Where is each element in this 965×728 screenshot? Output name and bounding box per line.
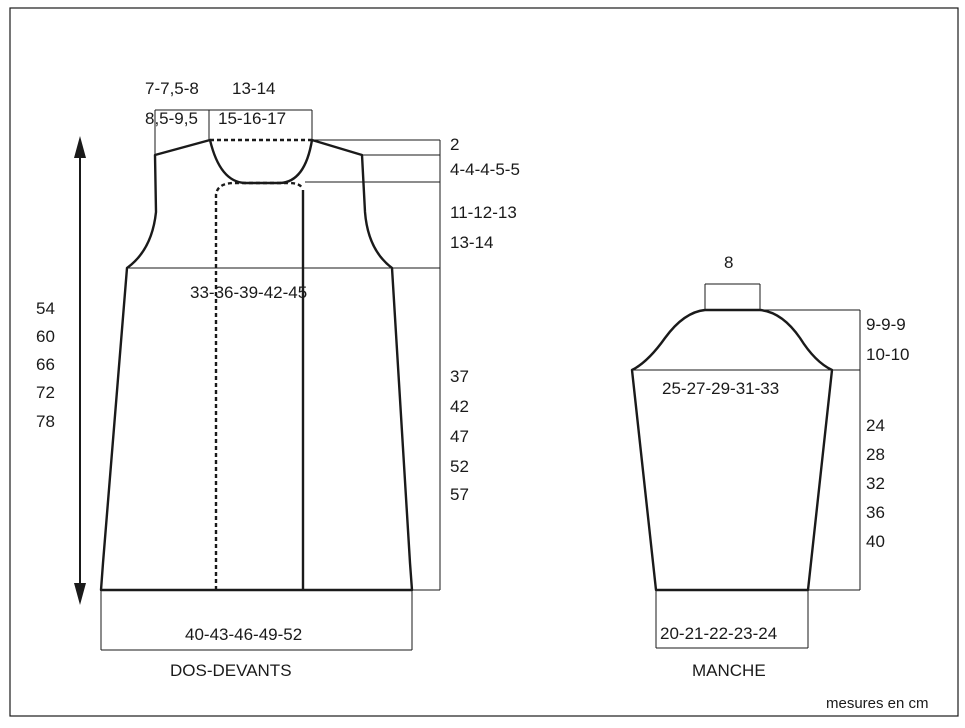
sleeve-length-labels: 24 28 32 36 40 <box>866 416 885 551</box>
sleeve-outline <box>630 308 834 592</box>
total-length-3: 66 <box>36 355 55 374</box>
side-length-2: 42 <box>450 397 469 416</box>
length-arrow-up <box>74 136 86 158</box>
front-edge-dashed <box>214 181 304 590</box>
total-length-2: 60 <box>36 327 55 346</box>
total-length-5: 78 <box>36 412 55 431</box>
body-outline <box>99 138 414 592</box>
sleeve-length-1: 24 <box>866 416 885 435</box>
cap-height-label-1: 9-9-9 <box>866 315 906 334</box>
side-length-3: 47 <box>450 427 469 446</box>
cuff-width-label: 20-21-22-23-24 <box>660 624 777 643</box>
sleeve-length-5: 40 <box>866 532 885 551</box>
cap-top-width-label: 8 <box>724 253 733 272</box>
outer-frame <box>9 7 959 717</box>
total-length-1: 54 <box>36 299 55 318</box>
length-arrow-down <box>74 583 86 605</box>
side-length-labels: 37 42 47 52 57 <box>450 367 469 504</box>
neck-width-label-2: 15-16-17 <box>218 109 286 128</box>
cap-height-label-2: 10-10 <box>866 345 909 364</box>
body-piece: 7-7,5-8 8,5-9,5 13-14 15-16-17 2 4-4-4-5… <box>36 79 520 680</box>
sleeve-length-3: 32 <box>866 474 885 493</box>
sleeve-caption: MANCHE <box>692 661 766 680</box>
sleeve-length-2: 28 <box>866 445 885 464</box>
side-length-4: 52 <box>450 457 469 476</box>
armhole-height-label-1: 11-12-13 <box>450 203 517 222</box>
shoulder-drop-label: 2 <box>450 135 459 154</box>
sleeve-piece: 8 9-9-9 10-10 25-27-29-31-33 24 28 32 36… <box>630 253 909 680</box>
sleeve-length-4: 36 <box>866 503 885 522</box>
upper-width-label: 25-27-29-31-33 <box>662 379 779 398</box>
chest-width-label: 33-36-39-42-45 <box>190 283 307 302</box>
side-length-5: 57 <box>450 485 469 504</box>
side-length-1: 37 <box>450 367 469 386</box>
shoulder-width-label-1: 7-7,5-8 <box>145 79 199 98</box>
neck-width-label-1: 13-14 <box>232 79 275 98</box>
total-length-labels: 54 60 66 72 78 <box>36 299 55 431</box>
neck-depth-label: 4-4-4-5-5 <box>450 160 520 179</box>
body-caption: DOS-DEVANTS <box>170 661 292 680</box>
armhole-height-label-2: 13-14 <box>450 233 493 252</box>
bottom-width-label: 40-43-46-49-52 <box>185 625 302 644</box>
total-length-4: 72 <box>36 383 55 402</box>
shoulder-width-label-2: 8,5-9,5 <box>145 109 198 128</box>
units-note: mesures en cm <box>826 695 929 712</box>
